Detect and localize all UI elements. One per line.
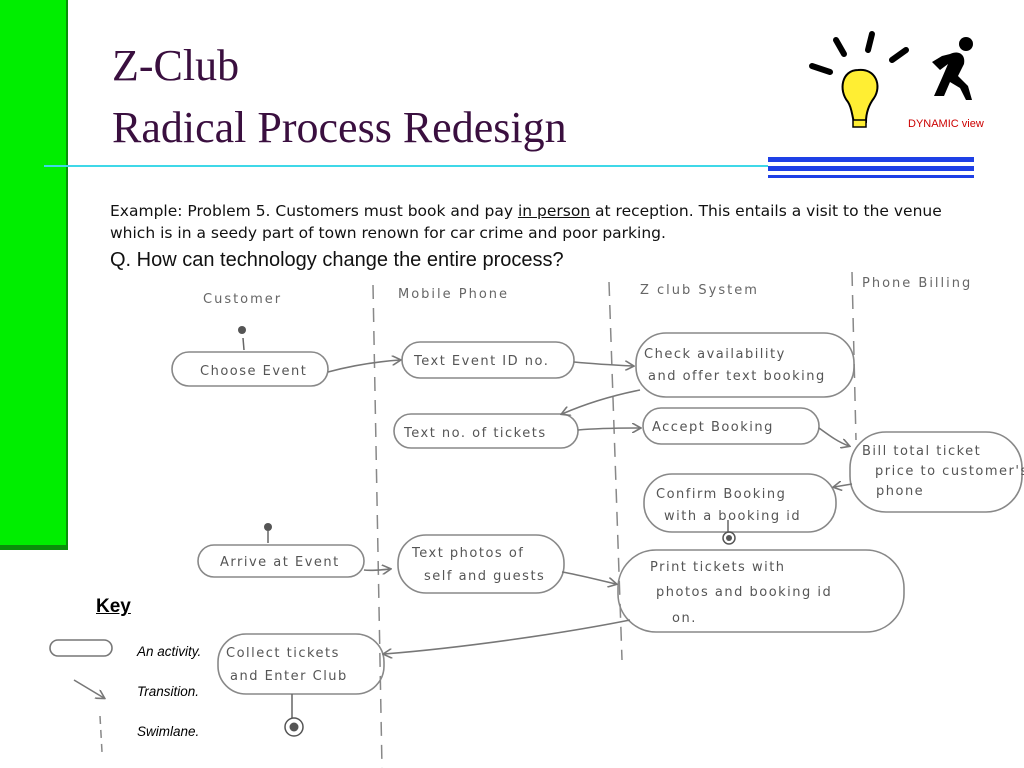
- dynamic-view-label: DYNAMIC view: [908, 118, 984, 130]
- label-collect-1: Collect tickets: [226, 646, 340, 661]
- swimlane-divider-2: [608, 281, 623, 661]
- key-activity-label: An activity.: [137, 644, 202, 659]
- example-suffix: at reception. This entails a visit to th…: [110, 202, 942, 242]
- example-prefix: Example: Problem 5. Customers must book …: [110, 202, 518, 220]
- example-underlined: in person: [517, 202, 591, 220]
- transition-5: [818, 427, 849, 446]
- key-activity-symbol: [49, 639, 113, 657]
- transition-9: [384, 619, 631, 654]
- slide-subtitle: Radical Process Redesign: [112, 103, 567, 152]
- transition-7: [363, 569, 390, 570]
- label-text-event-id: Text Event ID no.: [413, 354, 549, 369]
- key-title: Key: [96, 596, 131, 617]
- label-print-3: on.: [672, 611, 697, 626]
- title-divider: [44, 165, 768, 167]
- key-transition-symbol: [73, 679, 104, 698]
- activity-bill-phone: [849, 431, 1023, 513]
- activity-text-tickets: [393, 413, 579, 449]
- label-confirm-1: Confirm Booking: [656, 487, 786, 502]
- label-choose-event: Choose Event: [200, 364, 307, 379]
- label-check-2: and offer text booking: [648, 369, 826, 384]
- activity-accept-booking: [642, 407, 820, 445]
- transition-4: [577, 428, 640, 430]
- lane-zclub-system: Z club System: [640, 283, 759, 298]
- label-photos-1: Text photos of: [411, 546, 524, 561]
- example-text: Example: Problem 5. Customers must book …: [110, 200, 990, 244]
- label-accept-booking: Accept Booking: [652, 420, 774, 435]
- activity-print-tickets: [617, 549, 905, 633]
- slide-title: Z-Club: [112, 41, 240, 90]
- end-node-2: [284, 694, 304, 737]
- swimlane-divider-3: [851, 271, 857, 441]
- green-side-bar: [0, 0, 66, 548]
- label-text-tickets: Text no. of tickets: [403, 426, 547, 441]
- transition-8: [561, 571, 616, 584]
- start-node-1: [238, 326, 246, 351]
- swimlane-divider-1: [372, 284, 383, 768]
- label-bill-3: phone: [876, 484, 924, 499]
- label-bill-2: price to customer's: [875, 464, 1024, 479]
- transition-6: [834, 484, 853, 487]
- blue-divider-bottom: [768, 175, 974, 178]
- label-arrive: Arrive at Event: [220, 555, 340, 570]
- green-side-bar-edge: [66, 0, 68, 548]
- start-node-2: [264, 523, 272, 543]
- key-swimlane-label: Swimlane.: [137, 724, 200, 739]
- activity-check-availability: [635, 332, 855, 398]
- blue-divider-middle: [768, 166, 974, 171]
- transition-2: [573, 362, 633, 366]
- question-text: Q. How can technology change the entire …: [110, 249, 564, 271]
- label-confirm-2: with a booking id: [664, 509, 801, 524]
- activity-text-photos: [397, 534, 565, 594]
- transition-3: [562, 389, 641, 414]
- activity-arrive-event: [197, 544, 365, 578]
- lane-mobile-phone: Mobile Phone: [398, 287, 509, 302]
- key-transition-label: Transition.: [137, 684, 200, 699]
- activity-collect-tickets: [217, 633, 385, 695]
- end-node-1: [722, 520, 736, 545]
- label-bill-1: Bill total ticket: [862, 444, 981, 459]
- lane-phone-billing: Phone Billing: [862, 276, 972, 291]
- key-swimlane-symbol: [99, 715, 103, 753]
- activity-choose-event: [171, 351, 329, 387]
- label-print-2: photos and booking id: [656, 585, 832, 600]
- label-print-1: Print tickets with: [650, 560, 786, 575]
- transition-1: [327, 360, 400, 373]
- label-collect-2: and Enter Club: [230, 669, 348, 684]
- green-side-bar-shadow: [0, 545, 68, 550]
- lane-customer: Customer: [203, 292, 282, 307]
- activity-confirm-booking: [643, 473, 837, 533]
- label-photos-2: self and guests: [424, 569, 545, 584]
- blue-divider-top: [768, 157, 974, 162]
- label-check-1: Check availability: [644, 347, 786, 362]
